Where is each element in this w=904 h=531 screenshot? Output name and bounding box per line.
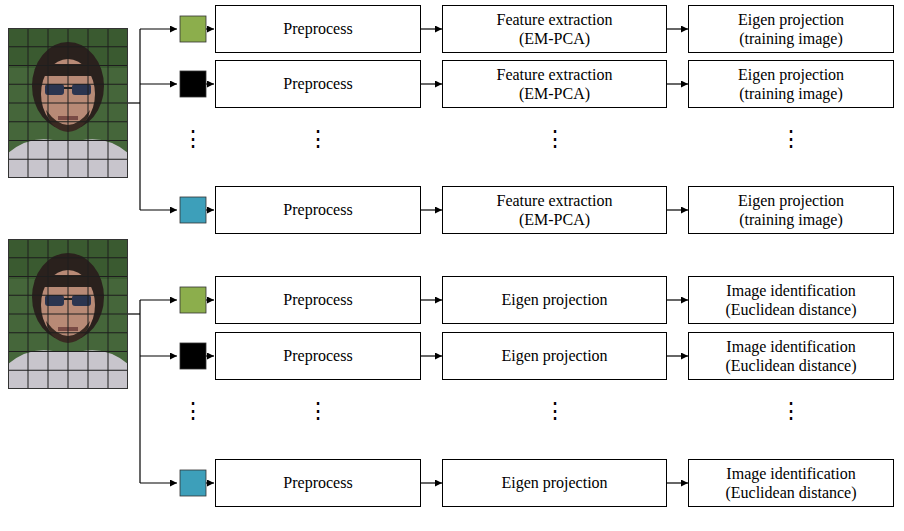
- box-text: Image identification (Euclidean distance…: [711, 464, 871, 502]
- face-image: [8, 28, 128, 178]
- ellipsis-label: ⋮: [544, 128, 566, 150]
- ellipsis-label: ⋮: [780, 400, 802, 422]
- process-box: Preprocess: [215, 5, 421, 53]
- process-box: Image identification (Euclidean distance…: [688, 276, 894, 324]
- flow-arrow: [421, 299, 442, 300]
- ellipsis-label: ⋮: [544, 400, 566, 422]
- process-box: Image identification (Euclidean distance…: [688, 459, 894, 507]
- box-text: Eigen projection: [501, 346, 607, 365]
- box-text: Feature extraction (EM-PCA): [480, 65, 630, 103]
- flow-arrow: [667, 482, 688, 483]
- process-box: Eigen projection: [442, 332, 667, 380]
- box-text: Preprocess: [283, 346, 352, 365]
- flow-arrow: [421, 209, 442, 210]
- box-text: Preprocess: [283, 473, 352, 492]
- flow-arrow: [667, 83, 688, 84]
- process-box: Preprocess: [215, 276, 421, 324]
- ellipsis-label: ⋮: [307, 128, 329, 150]
- box-text: Preprocess: [283, 290, 352, 309]
- ellipsis-label: ⋮: [182, 400, 204, 422]
- flow-arrow: [667, 28, 688, 29]
- process-box: Eigen projection (training image): [688, 60, 894, 108]
- flow-arrow: [667, 355, 688, 356]
- box-text: Feature extraction (EM-PCA): [480, 191, 630, 229]
- process-box: Feature extraction (EM-PCA): [442, 186, 667, 234]
- ellipsis-label: ⋮: [780, 128, 802, 150]
- process-box: Feature extraction (EM-PCA): [442, 5, 667, 53]
- image-block: [180, 16, 206, 496]
- box-text: Image identification (Euclidean distance…: [711, 337, 871, 375]
- process-box: Preprocess: [215, 459, 421, 507]
- process-box: Image identification (Euclidean distance…: [688, 332, 894, 380]
- splitter-lines: [128, 29, 214, 210]
- ellipsis-label: ⋮: [182, 128, 204, 150]
- process-box: Eigen projection (training image): [688, 186, 894, 234]
- box-text: Eigen projection (training image): [721, 191, 861, 229]
- process-box: Eigen projection (training image): [688, 5, 894, 53]
- box-text: Feature extraction (EM-PCA): [480, 10, 630, 48]
- flow-arrow: [421, 482, 442, 483]
- process-box: Eigen projection: [442, 276, 667, 324]
- box-text: Preprocess: [283, 74, 352, 93]
- box-text: Eigen projection: [501, 290, 607, 309]
- process-box: Preprocess: [215, 60, 421, 108]
- flow-arrow: [667, 299, 688, 300]
- box-text: Preprocess: [283, 19, 352, 38]
- process-box: Feature extraction (EM-PCA): [442, 60, 667, 108]
- box-text: Preprocess: [283, 200, 352, 219]
- process-box: Preprocess: [215, 186, 421, 234]
- process-box: Eigen projection: [442, 459, 667, 507]
- flow-arrow: [421, 355, 442, 356]
- box-text: Eigen projection: [501, 473, 607, 492]
- face-image: [8, 239, 128, 389]
- process-box: Preprocess: [215, 332, 421, 380]
- flow-arrow: [421, 83, 442, 84]
- box-text: Image identification (Euclidean distance…: [711, 281, 871, 319]
- flow-arrow: [667, 209, 688, 210]
- splitter-lines: [128, 300, 214, 483]
- flow-arrow: [421, 28, 442, 29]
- box-text: Eigen projection (training image): [721, 10, 861, 48]
- ellipsis-label: ⋮: [307, 400, 329, 422]
- box-text: Eigen projection (training image): [721, 65, 861, 103]
